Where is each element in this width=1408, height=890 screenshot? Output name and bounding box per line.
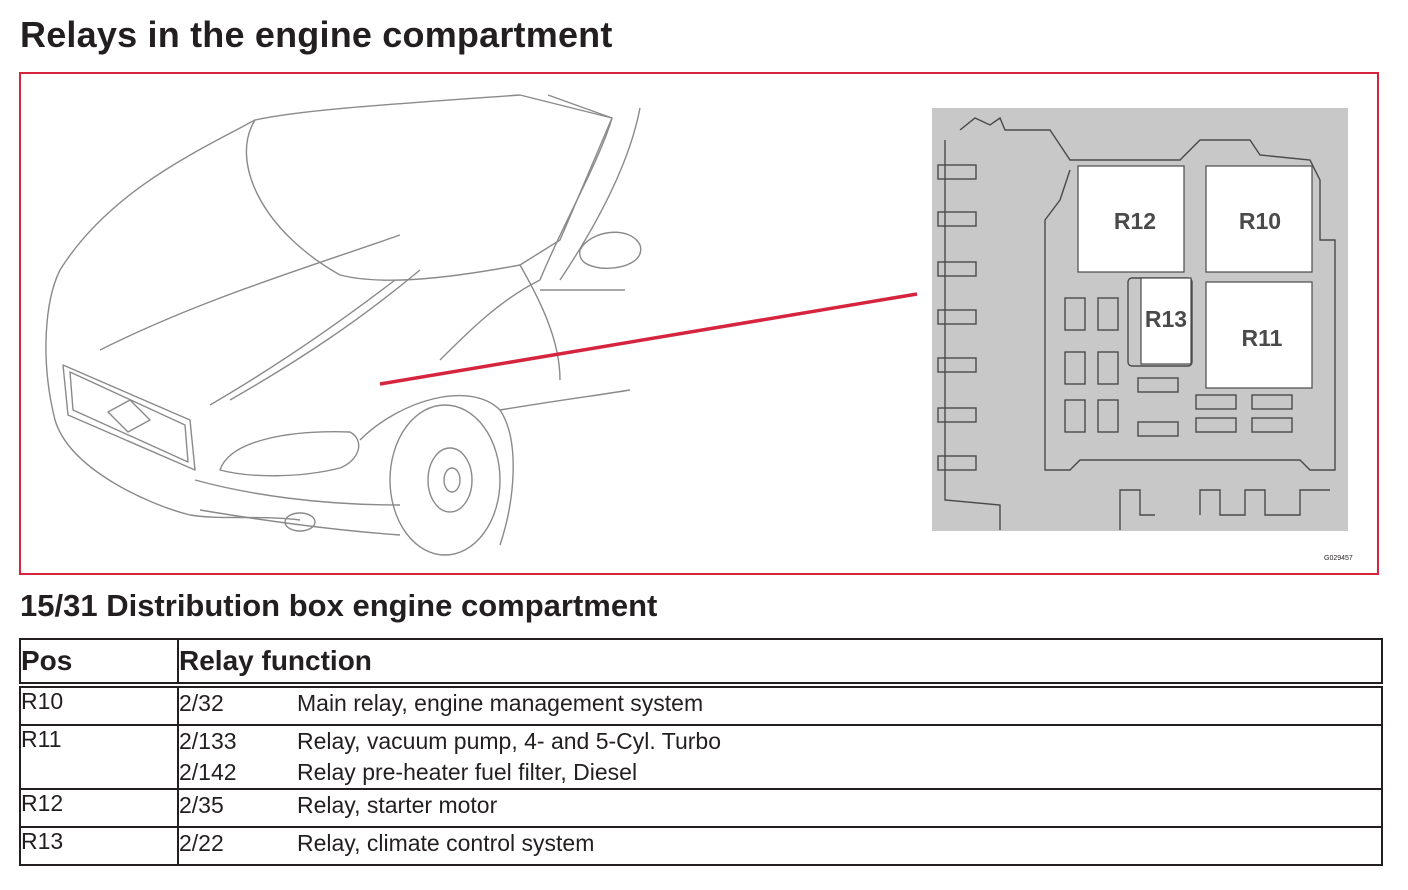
- function-line: 2/142 Relay pre-heater fuel filter, Dies…: [179, 757, 1381, 788]
- relay-table: Pos Relay function R10 2/32 Main relay, …: [19, 638, 1383, 866]
- figure-frame: [19, 72, 1379, 575]
- row-pos: R12: [19, 788, 179, 828]
- row-pos: R11: [19, 724, 179, 790]
- leader-line: [379, 292, 918, 386]
- relay-code: 2/142: [179, 759, 237, 785]
- row-pos: R10: [19, 686, 179, 726]
- figure-code: G029457: [1324, 555, 1353, 562]
- function-line: 2/35 Relay, starter motor: [179, 790, 1381, 821]
- engine-compartment-figure: R12 R10 R13 R11: [45, 94, 1348, 556]
- relay-description: Relay, starter motor: [297, 792, 498, 818]
- function-line: 2/22 Relay, climate control system: [179, 828, 1381, 859]
- distribution-box: R12 R10 R13 R11: [932, 108, 1348, 531]
- row-pos: R13: [19, 826, 179, 866]
- section-subtitle: 15/31 Distribution box engine compartmen…: [20, 588, 658, 623]
- relay-code: 2/133: [179, 728, 237, 754]
- function-line: 2/133 Relay, vacuum pump, 4- and 5-Cyl. …: [179, 726, 1381, 757]
- relay-code: 2/35: [179, 792, 224, 818]
- function-line: 2/32 Main relay, engine management syste…: [179, 688, 1381, 719]
- relay-description: Relay, vacuum pump, 4- and 5-Cyl. Turbo: [297, 728, 721, 754]
- relay-label-r12: R12: [1114, 208, 1156, 234]
- relay-description: Relay pre-heater fuel filter, Diesel: [297, 759, 638, 785]
- table-row: R12 2/35 Relay, starter motor: [19, 788, 1383, 828]
- relay-code: 2/22: [179, 830, 224, 856]
- car-illustration: [45, 94, 642, 556]
- relay-label-r11: R11: [1242, 325, 1283, 351]
- relay-label-r13: R13: [1145, 306, 1187, 332]
- page-title: Relays in the engine compartment: [20, 14, 613, 55]
- relay-label-r10: R10: [1239, 208, 1281, 234]
- relay-description: Relay, climate control system: [297, 830, 595, 856]
- relay-description: Main relay, engine management system: [297, 690, 704, 716]
- table-row: R13 2/22 Relay, climate control system: [19, 826, 1383, 866]
- table-row: R10 2/32 Main relay, engine management s…: [19, 686, 1383, 726]
- table-row: R11 2/133 Relay, vacuum pump, 4- and 5-C…: [19, 724, 1383, 790]
- header-function: Relay function: [177, 638, 1383, 684]
- header-pos: Pos: [19, 638, 179, 684]
- relay-code: 2/32: [179, 690, 224, 716]
